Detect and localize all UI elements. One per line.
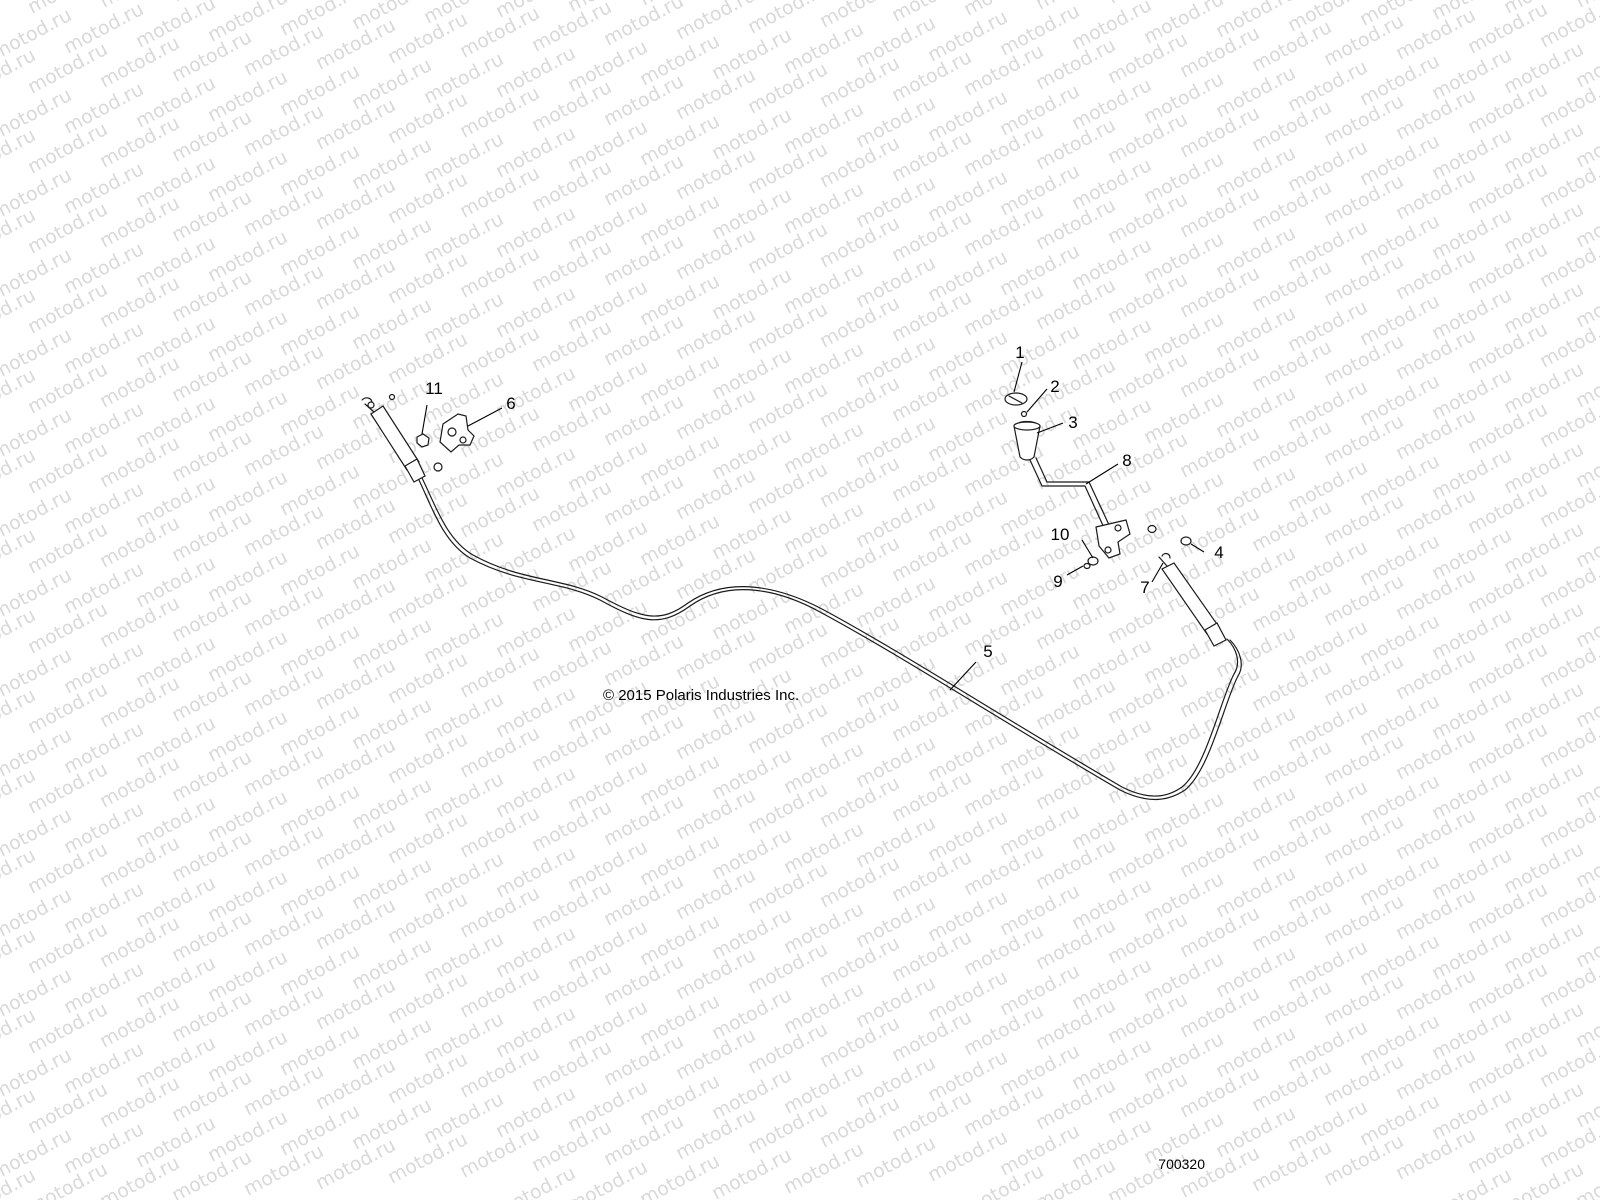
callouts: 1 2 3 4 5 6 7 8 9 10 11: [425, 343, 1224, 661]
shift-knob-cap: [1004, 392, 1028, 406]
leader-lines: [421, 361, 1205, 691]
knob-screw: [1020, 410, 1028, 418]
callout-11: 11: [425, 379, 443, 398]
shift-knob: [1013, 420, 1041, 461]
callout-7: 7: [1140, 578, 1149, 597]
callout-6: 6: [506, 394, 515, 413]
cable-end-left: [361, 397, 426, 483]
nut-hardware: [388, 393, 443, 472]
shift-lever: [1029, 457, 1131, 559]
copyright-text: © 2015 Polaris Industries Inc.: [603, 687, 799, 704]
callout-2: 2: [1050, 377, 1059, 396]
callout-9: 9: [1053, 572, 1062, 591]
callout-10: 10: [1051, 525, 1070, 544]
callout-1: 1: [1015, 343, 1024, 362]
shift-cable: [413, 469, 1242, 801]
figure-number: 700320: [1158, 1156, 1205, 1172]
cable-end-right: [1158, 552, 1227, 647]
callout-5: 5: [983, 642, 992, 661]
cable-bracket: [439, 413, 475, 453]
callout-4: 4: [1214, 543, 1223, 562]
callout-3: 3: [1068, 413, 1077, 432]
lever-hardware: [1083, 524, 1192, 570]
callout-8: 8: [1122, 451, 1131, 470]
